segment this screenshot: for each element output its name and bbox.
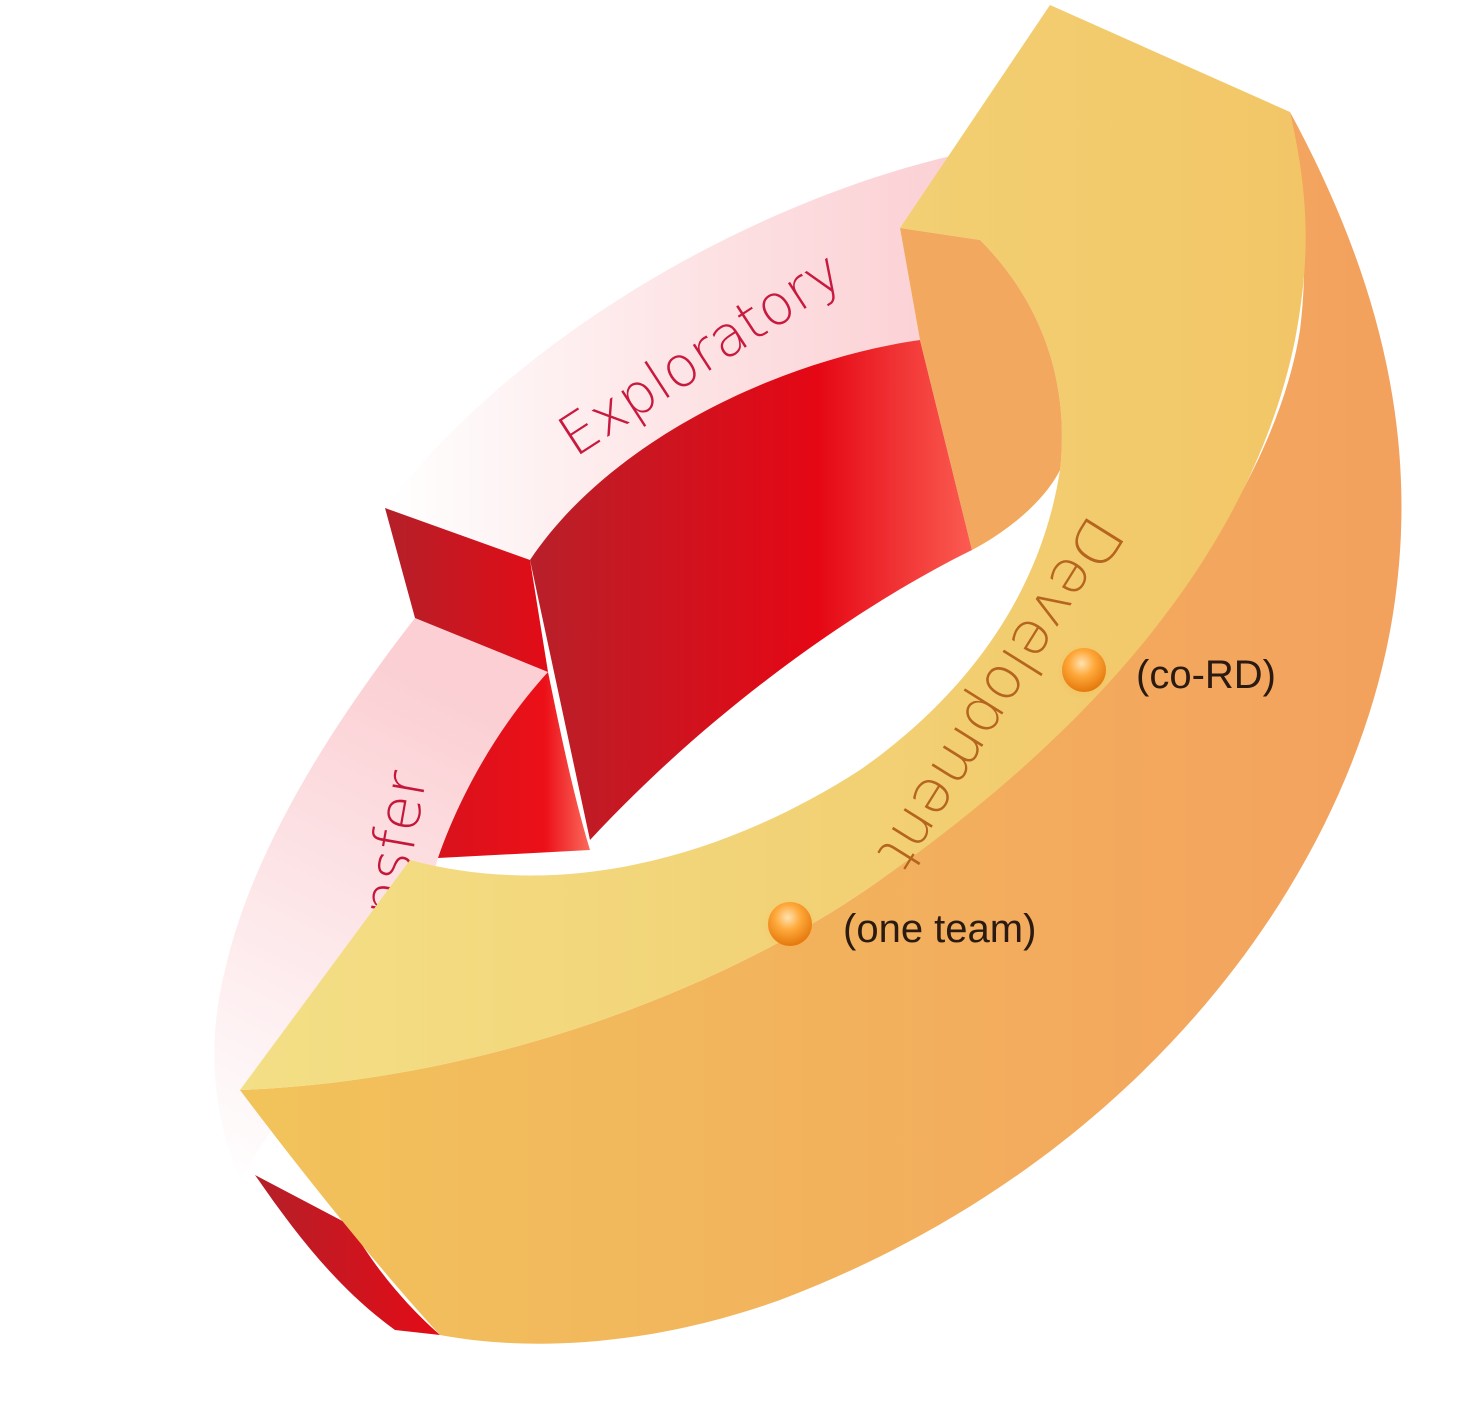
exploratory-top-face xyxy=(385,155,955,560)
marker-one-team-dot-core xyxy=(768,902,812,946)
development-top-face xyxy=(240,5,1306,1090)
development-inner-face xyxy=(900,228,1062,550)
transfer-bottom-face xyxy=(255,1175,440,1335)
marker-co-rd: (co-RD) xyxy=(1057,645,1276,699)
development-side-face xyxy=(240,5,1402,1344)
marker-label-co-rd: (co-RD) xyxy=(1136,653,1276,697)
marker-one-team: (one team) xyxy=(763,899,1036,953)
exploratory-inner-face xyxy=(530,340,972,840)
exploratory-end-face xyxy=(385,508,548,672)
marker-label-one-team: (one team) xyxy=(843,907,1036,951)
marker-co-rd-dot-core xyxy=(1062,648,1106,692)
transfer-inner-face xyxy=(438,672,590,858)
